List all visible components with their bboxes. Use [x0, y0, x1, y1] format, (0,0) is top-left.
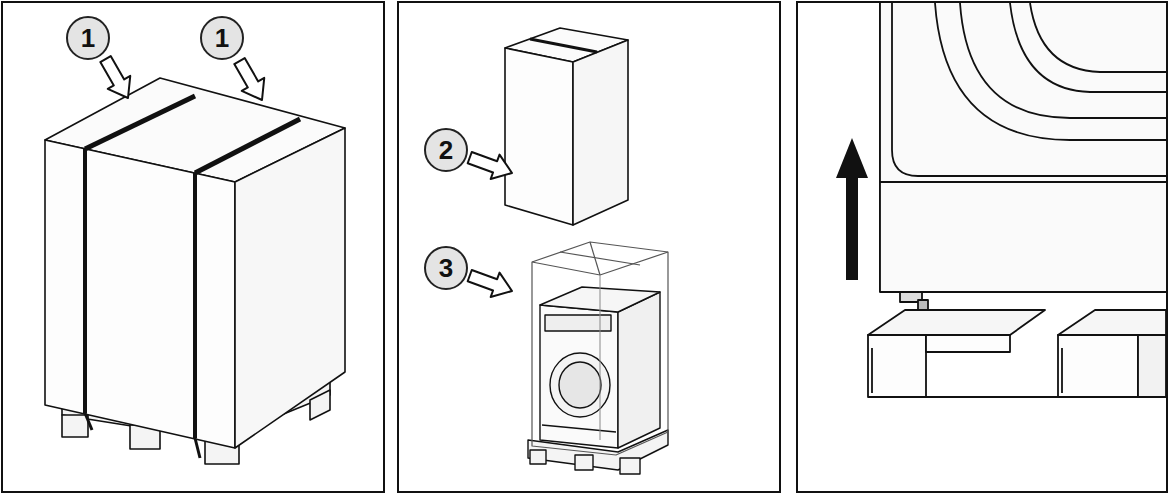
- callout-number: 1: [200, 16, 244, 60]
- callout-number: 2: [424, 128, 468, 172]
- packed-box: [45, 78, 345, 464]
- callout-arrow: [94, 53, 139, 105]
- panel-frame: [797, 2, 1167, 492]
- panel-frame: [2, 2, 384, 492]
- panel-frame: [398, 2, 780, 492]
- callout-number: 1: [66, 16, 110, 60]
- lifted-box: [505, 28, 628, 225]
- wrapped-machine: [528, 242, 668, 474]
- callout-number: 3: [424, 246, 468, 290]
- callout-arrow: [465, 145, 516, 185]
- machine-closeup: [868, 3, 1166, 397]
- lift-arrow: [836, 138, 868, 280]
- callout-arrow: [465, 263, 516, 303]
- callout-arrow: [228, 55, 273, 107]
